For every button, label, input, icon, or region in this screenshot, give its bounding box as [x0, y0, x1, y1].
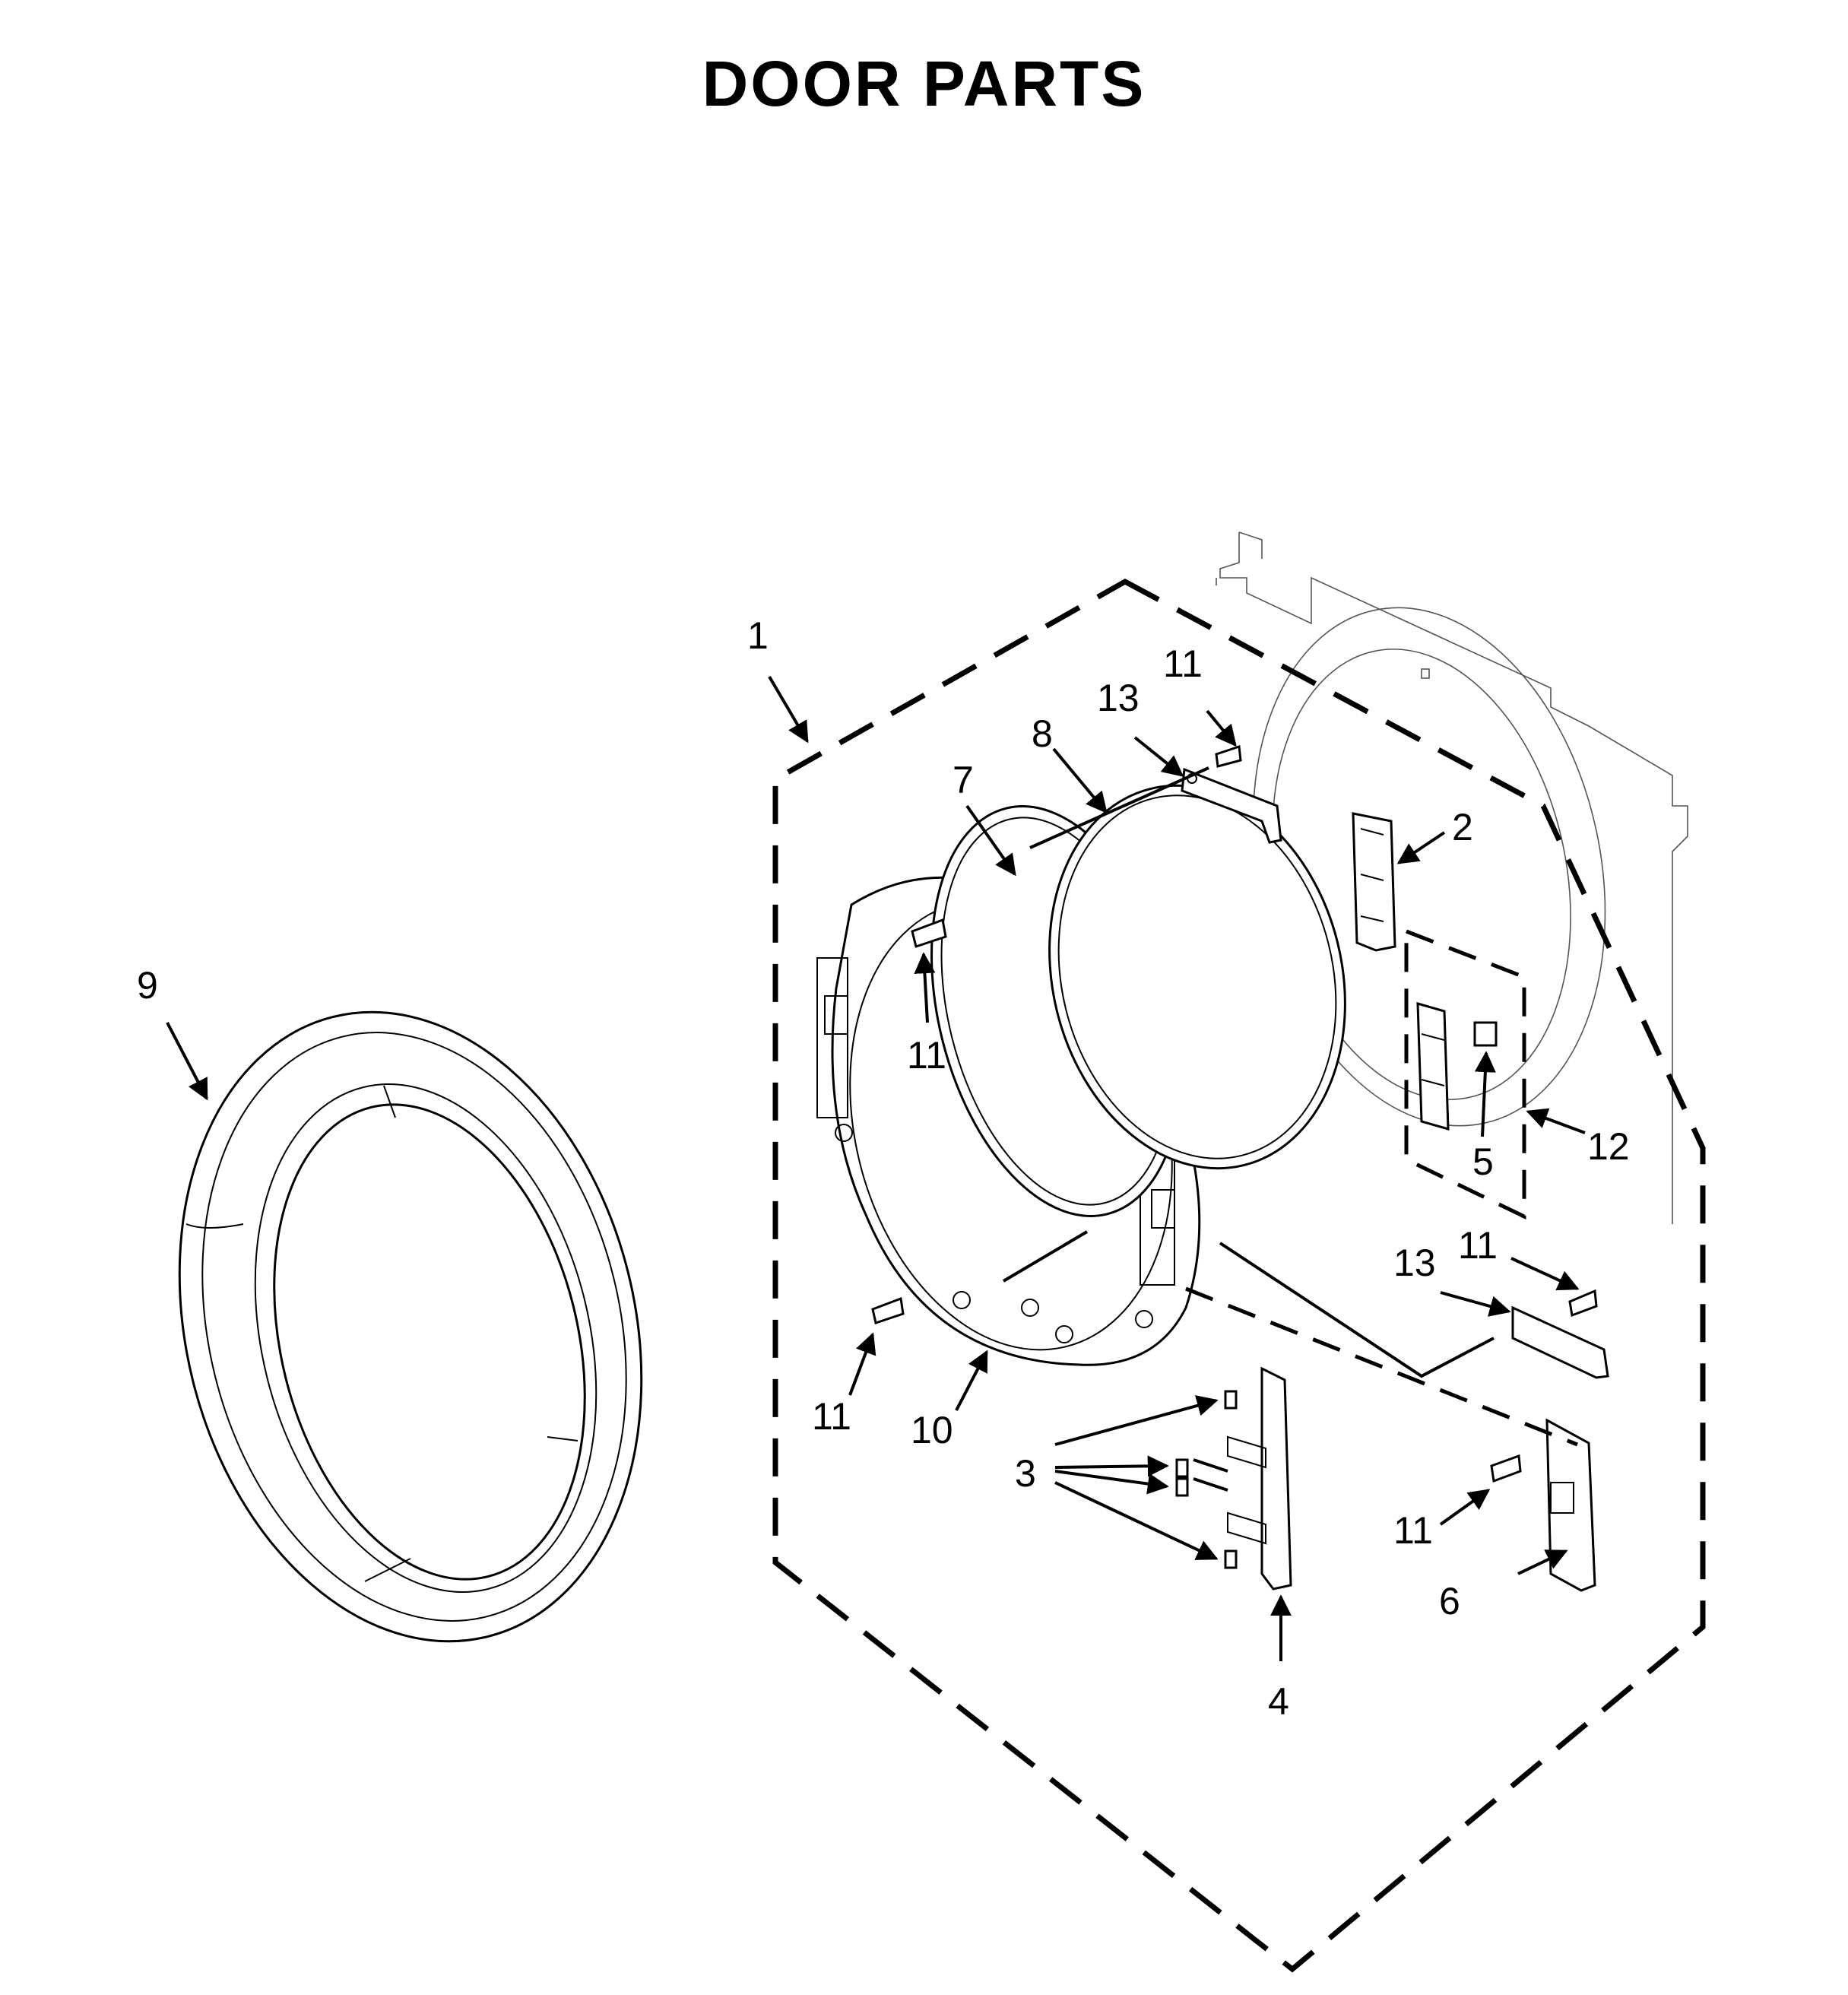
- part-6-hinge-cover: [1545, 1418, 1596, 1592]
- page-title: DOOR PARTS: [702, 48, 1146, 119]
- callout-13-upper: 13: [1097, 677, 1140, 719]
- door-assembly-boundary: [772, 579, 1706, 1973]
- part-5-switch-clip: [1473, 1021, 1498, 1047]
- callout-4: 4: [1268, 1680, 1289, 1723]
- part-2-door-latch: [1352, 812, 1396, 952]
- callout-11-panel: 11: [907, 1034, 946, 1077]
- callout-11-hinge-cover: 11: [1393, 1509, 1433, 1552]
- callout-7: 7: [953, 759, 974, 801]
- callout-13-lower: 13: [1393, 1242, 1436, 1284]
- callout-5: 5: [1472, 1140, 1494, 1183]
- callout-6: 6: [1439, 1580, 1460, 1622]
- callout-11-upper: 11: [1163, 642, 1203, 685]
- part-12-door-switch: [1416, 1001, 1450, 1131]
- callout-11-lower-left: 11: [812, 1395, 851, 1438]
- callout-3: 3: [1015, 1452, 1036, 1495]
- callout-10: 10: [911, 1409, 953, 1451]
- callout-2: 2: [1452, 806, 1473, 848]
- part-3-hinge-pins: [1175, 1390, 1238, 1569]
- part-8-door-glass: [1048, 784, 1346, 1170]
- callout-9: 9: [137, 964, 158, 1007]
- callout-1: 1: [747, 614, 769, 657]
- part-13-lower-bracket: [1511, 1305, 1609, 1379]
- part-12-door-switch-box: [1404, 928, 1526, 1220]
- part-11-screws: [871, 744, 1598, 1483]
- part-9-outer-door-trim: [178, 1010, 643, 1643]
- callout-8: 8: [1032, 712, 1053, 755]
- callout-leaders: [166, 675, 1586, 1661]
- explode-lines: [1002, 766, 1578, 1492]
- callout-11-lower-right: 11: [1458, 1224, 1498, 1267]
- callout-12: 12: [1587, 1125, 1630, 1168]
- callout-labels: 1 2 3 4 5 6 7 8 9 10 11 11 11 11 11 12 1…: [137, 614, 1630, 1723]
- part-4-door-hinge: [1227, 1366, 1292, 1591]
